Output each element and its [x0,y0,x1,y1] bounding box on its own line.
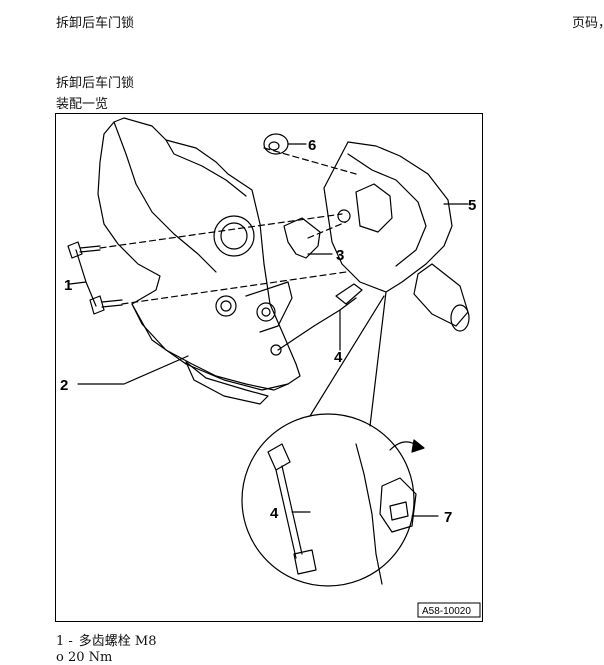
panel-lower-contour [131,303,289,391]
door-lock-unit [323,141,453,293]
mount-hole-inner [220,300,232,312]
lock-motor [413,263,469,327]
leader-line [69,249,97,307]
detail-rotation-arrowhead [411,439,425,453]
mount-hole [270,344,282,356]
callout-5: 5 [468,197,476,214]
cable-sleeve [335,283,363,305]
item-number: 1 - [56,634,73,649]
panel-bottom-strip [185,361,269,405]
section-title: 拆卸后车门锁 [56,76,135,91]
multipoint-bolt [67,241,101,259]
detail-lock-edge [355,443,383,585]
door-panel-outline [97,117,301,391]
detail-tool-tip [293,549,317,575]
door-lock-detail [347,153,427,267]
lock-motor-end [450,304,470,332]
detail-tool [267,443,303,559]
mount-hole [256,302,276,322]
mount-hole [215,295,237,317]
callout-4: 4 [334,349,343,366]
callout-3: 3 [336,247,344,264]
bushing-inner [268,141,280,151]
torque-spec: o 20 Nm [56,650,113,665]
multipoint-bolt [89,295,123,315]
list-item: 1 - 多齿螺栓 M8 [56,630,157,649]
assembly-diagram: 1 2 3 4 5 6 4 7 A58-10020 [55,113,483,622]
callout-4-detail: 4 [270,505,279,522]
detail-clip-slot [389,501,409,521]
callout-7: 7 [444,509,452,526]
assembly-guide-lines [99,147,357,305]
retaining-clip [283,217,321,259]
panel-opening-inner [220,222,248,250]
detail-clip [379,477,417,533]
diagram-canvas: 1 2 3 4 5 6 4 7 A58-10020 [60,117,481,618]
panel-opening [213,215,255,257]
figure-code: A58-10020 [422,606,471,617]
detail-view-pointer [309,291,387,427]
door-lock-bolt-hole [337,209,351,223]
header-title: 拆卸后车门锁 [56,16,135,31]
section-subtitle: 装配一览 [56,97,109,112]
callout-2: 2 [60,377,68,394]
callout-6: 6 [308,137,316,154]
door-lock-detail [355,183,393,233]
door-panel-flange [165,139,247,197]
door-panel-edge [113,121,217,273]
header-page-label: 页码， [572,16,604,31]
bracket [245,281,293,333]
item-text: 多齿螺栓 M8 [78,634,157,649]
callout-1: 1 [64,277,72,294]
detail-view-circle [241,413,415,587]
leader-line [77,355,189,385]
figure-code-box [417,602,481,618]
mount-hole-inner [261,307,271,317]
actuating-cable [277,297,357,351]
